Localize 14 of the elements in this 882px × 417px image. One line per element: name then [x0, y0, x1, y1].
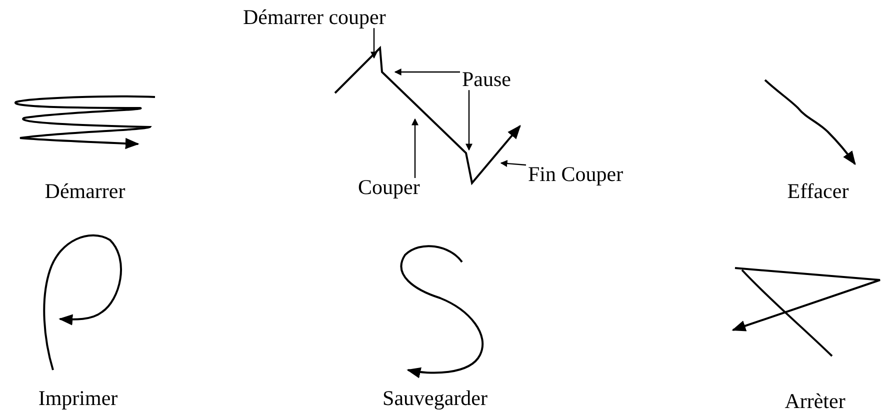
leader-line — [394, 68, 460, 76]
gesture-caption: Imprimer — [38, 387, 118, 410]
callout-label: Fin Couper — [528, 163, 624, 186]
leader-line — [466, 90, 472, 151]
gesture-caption: Démarrer — [44, 180, 126, 204]
callout-label: Couper — [358, 176, 420, 200]
gesture-caption: Sauvegarder — [382, 387, 488, 410]
leader-line — [500, 160, 526, 167]
gesture-caption: Arrèter — [784, 390, 846, 414]
gesture-caption: Effacer — [787, 180, 849, 204]
leader-line — [370, 28, 378, 59]
callout-label: Démarrer couper — [243, 6, 386, 30]
callout-label: Pause — [462, 68, 511, 92]
leader-line — [412, 118, 418, 178]
